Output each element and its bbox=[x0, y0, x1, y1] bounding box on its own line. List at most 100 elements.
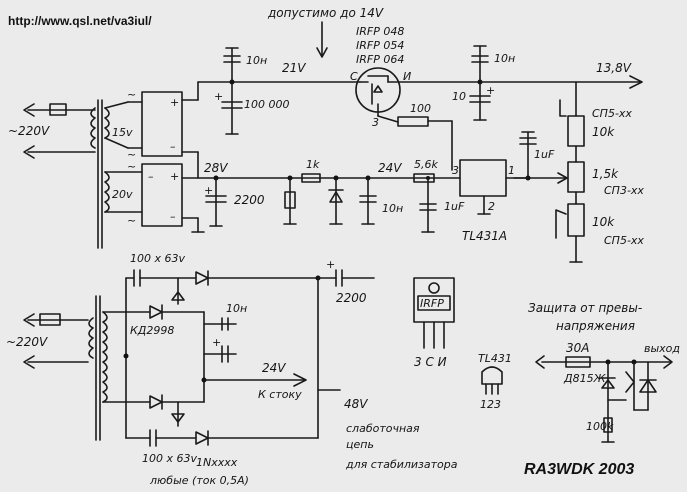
low-current-line-1: слаботочная bbox=[346, 422, 420, 435]
c1uf-b-label: 1uF bbox=[444, 200, 465, 213]
c1uf-a-label: 1uF bbox=[534, 148, 555, 161]
doubler-diode-2 bbox=[171, 291, 185, 301]
bleeder-resistor bbox=[284, 191, 296, 209]
node-21v bbox=[229, 79, 235, 85]
c10n-mid-label: 10н bbox=[382, 202, 403, 215]
c-elec-low-plus: + bbox=[212, 336, 221, 349]
c10n-out-label: 10н bbox=[494, 52, 515, 65]
ac-mark-1: ~ bbox=[127, 88, 136, 101]
pot-10k-b-value: 10k bbox=[592, 215, 615, 229]
tl431-label: TL431A bbox=[462, 229, 507, 243]
tl431-pkg-pins: 123 bbox=[480, 398, 501, 411]
output-arrow bbox=[629, 75, 643, 89]
resistor-1k-label: 1k bbox=[306, 158, 320, 171]
prot-resistor bbox=[603, 417, 613, 433]
protection-title-2: напряжения bbox=[556, 319, 635, 333]
tl431-pin-2: 2 bbox=[488, 200, 495, 213]
sec2-center-tap bbox=[123, 353, 129, 359]
tl431-pin-1: 1 bbox=[508, 164, 515, 177]
label-48v: 48V bbox=[344, 397, 368, 411]
prot-zener-label: Д815Ж bbox=[563, 372, 607, 385]
drain-note: К стоку bbox=[258, 388, 302, 401]
pot-c-wiper bbox=[555, 209, 567, 239]
irfp-pins: 3 С И bbox=[414, 355, 447, 369]
mosfet-pin-3: 3 bbox=[372, 116, 379, 129]
mains-label-bottom: ~220V bbox=[6, 335, 48, 349]
c100x63b-label: 100 x 63v bbox=[142, 452, 197, 465]
c100000-plus: + bbox=[214, 90, 223, 103]
pot-10k-a bbox=[567, 115, 585, 147]
protection-fuse-label: 30A bbox=[566, 341, 589, 355]
kd-diode-bot bbox=[149, 395, 163, 409]
source-url: http://www.qsl.net/va3iul/ bbox=[8, 14, 152, 28]
pot-a-wiper bbox=[559, 99, 567, 117]
secondary-coil-15v bbox=[104, 107, 110, 139]
label-24v-b: 24V bbox=[262, 361, 286, 375]
doubler-diode-top bbox=[195, 271, 209, 285]
label-21v: 21V bbox=[282, 61, 306, 75]
lead-15v-top bbox=[104, 101, 129, 109]
pot-10k-a-value: 10k bbox=[592, 125, 615, 139]
lead-15v-bot bbox=[104, 137, 129, 149]
c2200-a-label: 2200 bbox=[234, 193, 265, 207]
drain-arrow bbox=[293, 373, 307, 387]
mains2-arrow-top bbox=[23, 313, 35, 327]
c100000-label: 100 000 bbox=[244, 98, 290, 111]
pot-c-type: СП5-хх bbox=[604, 234, 644, 247]
prot-zener bbox=[601, 379, 615, 389]
resistor-56k bbox=[413, 173, 435, 183]
c10-out-plus: + bbox=[486, 84, 495, 97]
protection-out-label: выход bbox=[644, 342, 680, 355]
resistor-100-label: 100 bbox=[410, 102, 431, 115]
zener-diode bbox=[329, 191, 343, 203]
resistor-100 bbox=[397, 116, 429, 127]
low-current-line-2: цепь bbox=[346, 438, 374, 451]
primary2-coil bbox=[88, 317, 94, 359]
tl431-pin-3: 3 bbox=[452, 164, 459, 177]
pot-b-wiper bbox=[557, 172, 568, 184]
protection-in-arrow bbox=[535, 355, 545, 369]
resistor-1k bbox=[301, 173, 321, 183]
rectifier-bridge-2 bbox=[141, 163, 183, 227]
irfp-hole bbox=[428, 282, 440, 294]
ac-mark-4: ~ bbox=[127, 214, 136, 227]
kd-diode-top bbox=[149, 305, 163, 319]
pot-15k-value: 1,5k bbox=[592, 167, 619, 181]
protection-fuse bbox=[565, 356, 591, 368]
primary-coil bbox=[90, 107, 96, 149]
low-current-line-3: для стабилизатора bbox=[345, 458, 458, 471]
tl431-pkg-label: TL431 bbox=[478, 352, 512, 365]
mains2-arrow-bottom bbox=[23, 355, 35, 369]
pot-a-type: СП5-хх bbox=[592, 107, 632, 120]
c2200-b-plus: + bbox=[326, 258, 335, 271]
kd-diode-label: КД2998 bbox=[130, 324, 174, 337]
c10n-low-label: 10н bbox=[226, 302, 247, 315]
c2200-a-plus: + bbox=[204, 184, 213, 197]
c10n-top-label: 10н bbox=[246, 54, 267, 67]
mosfet-pin-i: И bbox=[403, 70, 411, 83]
bridge1-plus: + bbox=[170, 96, 179, 109]
irfp-label-box bbox=[417, 295, 451, 311]
transistor-type-3: IRFP 064 bbox=[356, 53, 404, 66]
diode-note-2: любые (ток 0,5А) bbox=[149, 474, 249, 487]
label-28v: 28V bbox=[204, 161, 228, 175]
prot-resistor-label: 100k bbox=[586, 420, 614, 433]
bridge2-minus-left: – bbox=[148, 170, 154, 183]
bridge2-minus: – bbox=[170, 210, 176, 223]
bridge1-minus: – bbox=[170, 140, 176, 153]
c2200-b-label: 2200 bbox=[336, 291, 367, 305]
label-138v: 13,8V bbox=[596, 61, 632, 75]
resistor-56k-label: 5,6k bbox=[414, 158, 438, 171]
protection-title-1: Защита от превы- bbox=[528, 301, 642, 315]
c100x63-label: 100 x 63v bbox=[130, 252, 185, 265]
transistor-type-1: IRFP 048 bbox=[356, 25, 404, 38]
doubler-diode-3 bbox=[171, 413, 185, 423]
signature: RA3WDK 2003 bbox=[524, 461, 634, 478]
mains-arrow-bottom bbox=[23, 145, 35, 159]
mains-label-top: ~220V bbox=[8, 124, 50, 138]
transistor-type-2: IRFP 054 bbox=[356, 39, 404, 52]
ac-mark-2: ~ bbox=[127, 148, 136, 161]
ac-mark-3: ~ bbox=[127, 160, 136, 173]
